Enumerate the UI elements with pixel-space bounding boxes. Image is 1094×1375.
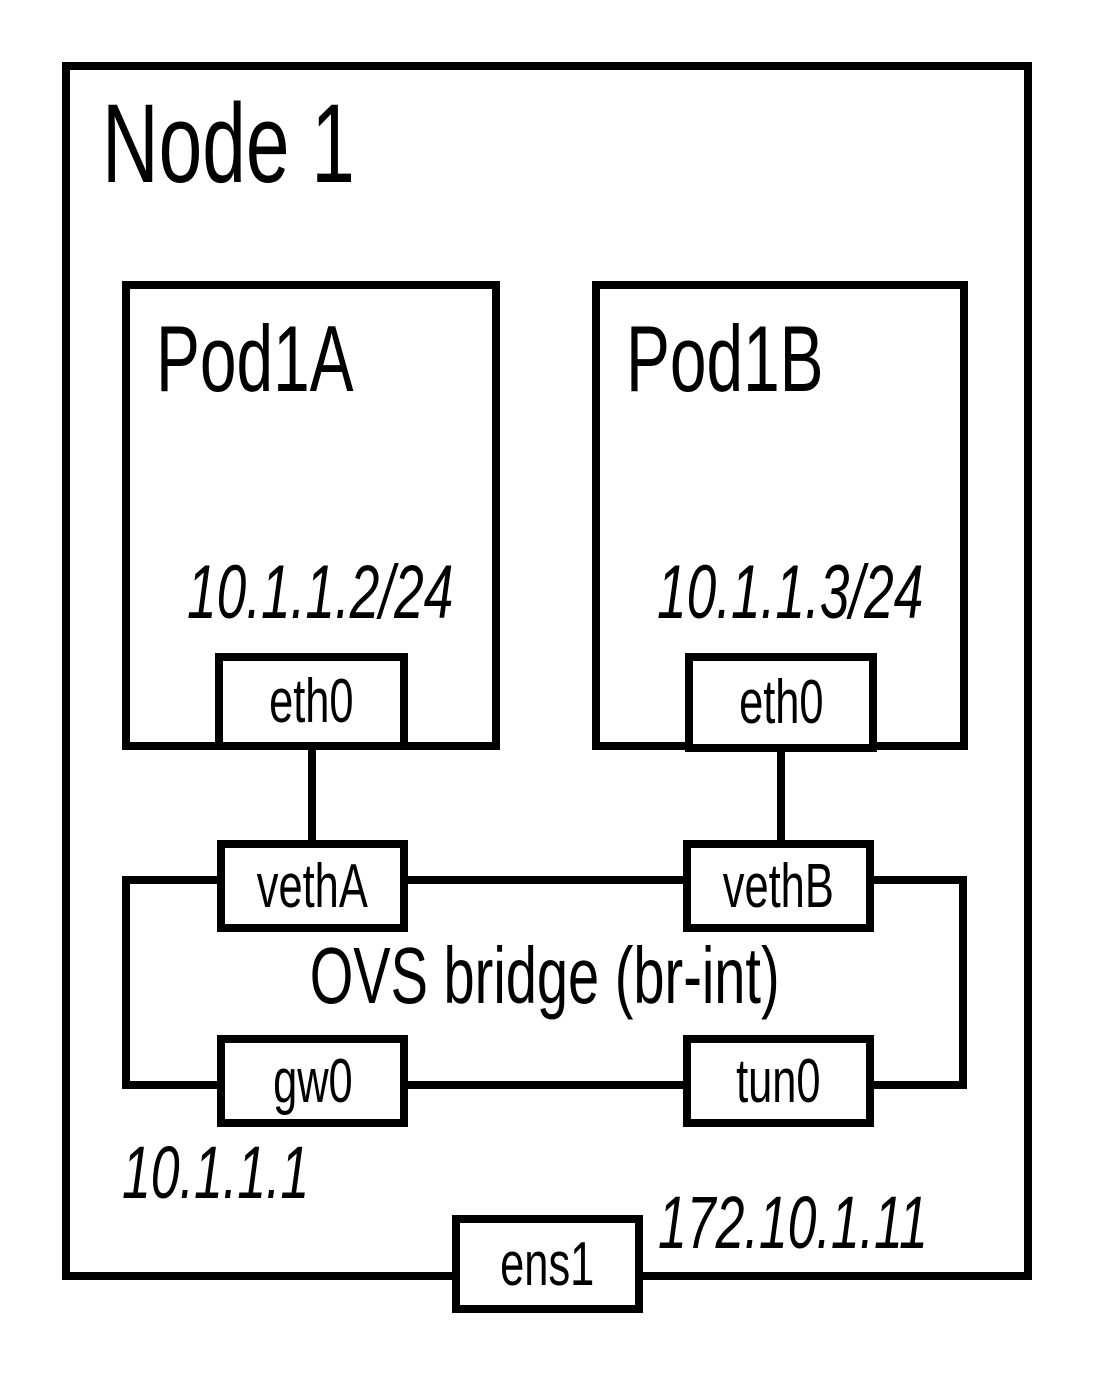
node-title: Node 1: [102, 80, 463, 209]
tun0-port-box: tun0: [683, 1035, 874, 1127]
ovs-bridge-label: OVS bridge (br-int): [309, 931, 780, 1020]
pod1a-eth0-label: eth0: [269, 667, 354, 736]
pod1b-ip-label: 10.1.1.3/24: [657, 550, 924, 635]
vethb-port-label: vethB: [723, 851, 834, 921]
gw0-port-box: gw0: [217, 1035, 408, 1127]
pod1a-veth-link-line: [308, 748, 316, 842]
pod1b-title: Pod1B: [626, 306, 824, 411]
vetha-port-box: vethA: [217, 840, 408, 932]
node-title-text: Node 1: [102, 81, 355, 206]
pod1b-eth0-label: eth0: [738, 668, 824, 737]
vetha-port-label: vethA: [257, 851, 368, 921]
ens1-nic-box: ens1: [452, 1215, 643, 1313]
tun0-port-label: tun0: [736, 1046, 821, 1116]
pod1a-ip-label: 10.1.1.2/24: [187, 550, 454, 635]
gateway-ip-label: 10.1.1.1: [122, 1131, 310, 1214]
ens1-ip-label: 172.10.1.11: [658, 1181, 928, 1264]
vethb-port-box: vethB: [683, 840, 874, 932]
pod1a-eth0-box: eth0: [215, 653, 408, 750]
pod1a-title: Pod1A: [156, 306, 354, 411]
pod1b-veth-link-line: [777, 750, 785, 842]
gw0-port-label: gw0: [272, 1046, 353, 1116]
pod1b-eth0-box: eth0: [685, 653, 877, 752]
ens1-nic-label: ens1: [500, 1229, 595, 1299]
